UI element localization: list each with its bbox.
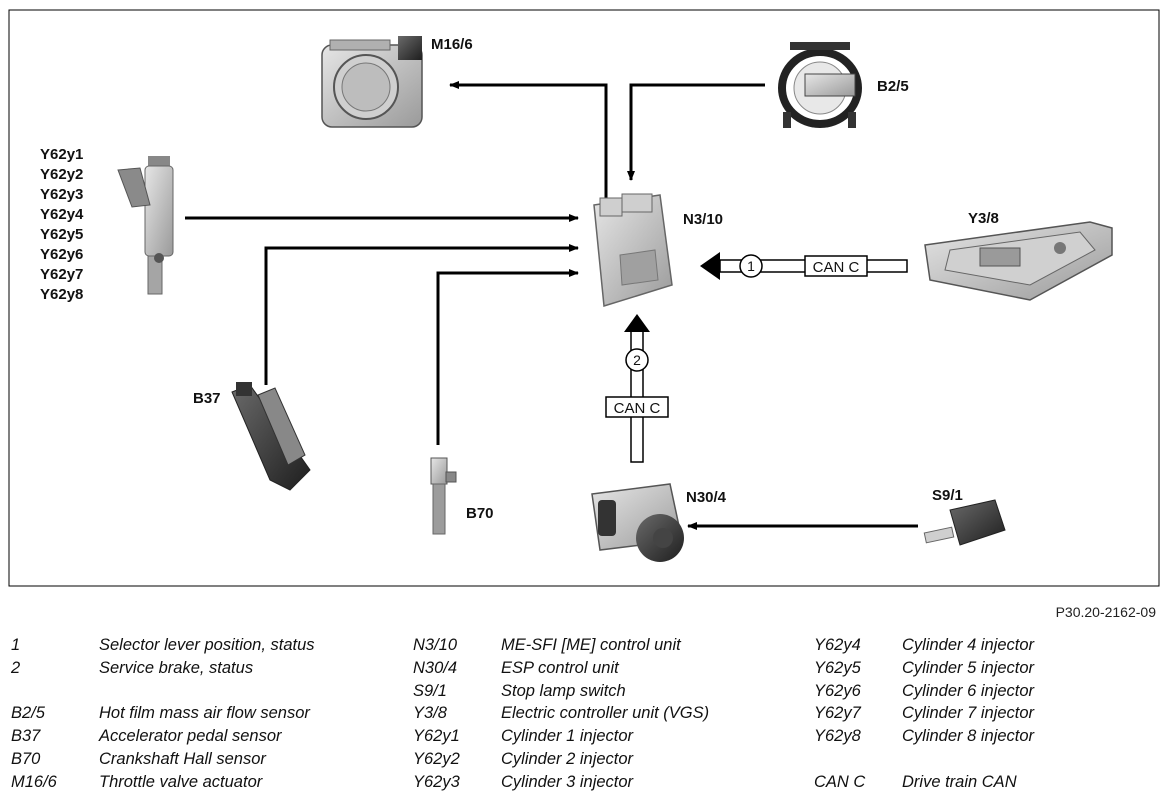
legend-desc: Cylinder 8 injector xyxy=(902,727,1035,745)
label-n3-10: N3/10 xyxy=(683,211,723,228)
legend-code: Y62y2 xyxy=(413,750,460,768)
esp-control-unit-image xyxy=(591,483,684,562)
signal-1-marker xyxy=(739,254,763,278)
legend-desc: Stop lamp switch xyxy=(501,682,626,700)
figure-reference: P30.20-2162-09 xyxy=(1055,604,1156,620)
can-c-label-1: CAN C xyxy=(813,259,860,276)
label-y62y5: Y62y5 xyxy=(40,226,83,243)
legend-code: Y62y6 xyxy=(814,682,861,700)
legend-desc: Cylinder 2 injector xyxy=(501,750,634,768)
legend-code: Y3/8 xyxy=(413,704,447,722)
legend-desc: Cylinder 6 injector xyxy=(902,682,1035,700)
legend-code: M16/6 xyxy=(11,773,57,791)
legend-desc: Service brake, status xyxy=(99,659,254,677)
label-b2-5: B2/5 xyxy=(877,78,909,95)
label-b70: B70 xyxy=(466,505,494,522)
legend-code: Y62y4 xyxy=(814,636,861,654)
label-y62y2: Y62y2 xyxy=(40,166,83,183)
maf-sensor-image xyxy=(778,42,862,128)
legend-code: Y62y3 xyxy=(413,773,460,791)
legend-desc: Cylinder 4 injector xyxy=(902,636,1035,654)
injector-image xyxy=(117,156,174,295)
legend-code: CAN C xyxy=(814,773,866,791)
label-y62y7: Y62y7 xyxy=(40,266,83,283)
arrow-from-crank-sensor xyxy=(436,269,579,445)
legend-desc: Cylinder 7 injector xyxy=(902,704,1035,722)
legend-code: N30/4 xyxy=(413,659,458,677)
legend-code: S9/1 xyxy=(413,682,447,700)
legend-desc: Selector lever position, status xyxy=(99,636,315,654)
throttle-valve-actuator-image xyxy=(321,36,423,128)
signal-2-marker xyxy=(625,348,649,372)
connections xyxy=(185,81,918,530)
legend-desc: Cylinder 1 injector xyxy=(501,727,634,745)
signal-flow-diagram: 1 CAN C 2 CAN C xyxy=(8,9,1160,587)
arrow-from-maf xyxy=(627,83,765,181)
legend-code: Y62y5 xyxy=(814,659,861,677)
can-c-label-2: CAN C xyxy=(614,400,661,417)
signal-2-number: 2 xyxy=(633,352,641,368)
arrow-to-throttle xyxy=(449,81,608,208)
label-y62y4: Y62y4 xyxy=(40,206,84,223)
diagram-frame xyxy=(8,9,1160,587)
legend-desc: Accelerator pedal sensor xyxy=(99,727,282,745)
legend-desc: Cylinder 3 injector xyxy=(501,773,634,791)
legend-code: B2/5 xyxy=(11,704,45,722)
legend-desc: ESP control unit xyxy=(501,659,619,677)
arrow-from-pedal xyxy=(264,244,579,385)
label-y62y1: Y62y1 xyxy=(40,146,83,163)
legend-desc: Throttle valve actuator xyxy=(99,773,263,791)
legend-desc: Crankshaft Hall sensor xyxy=(99,750,266,768)
accelerator-pedal-image xyxy=(231,382,311,491)
signal-1-number: 1 xyxy=(747,258,755,274)
control-unit-image xyxy=(593,193,673,307)
legend-code: Y62y7 xyxy=(814,704,861,722)
label-s9-1: S9/1 xyxy=(932,487,963,504)
legend-code: 2 xyxy=(11,659,21,677)
vgs-controller-image xyxy=(924,221,1113,301)
legend-desc: ME-SFI [ME] control unit xyxy=(501,636,681,654)
stop-lamp-switch-image xyxy=(923,499,1006,546)
legend-desc: Hot film mass air flow sensor xyxy=(99,704,310,722)
legend-desc: Drive train CAN xyxy=(902,773,1017,791)
label-y62y8: Y62y8 xyxy=(40,286,83,303)
label-b37: B37 xyxy=(193,390,221,407)
legend-code: B37 xyxy=(11,727,41,745)
can-label-box-2 xyxy=(605,396,669,418)
legend-desc: Electric controller unit (VGS) xyxy=(501,704,710,722)
label-m16-6: M16/6 xyxy=(431,36,473,53)
can-bus-horizontal xyxy=(700,252,908,280)
label-y62y3: Y62y3 xyxy=(40,186,83,203)
legend-code: 1 xyxy=(11,636,21,654)
label-y62y6: Y62y6 xyxy=(40,246,83,263)
legend-code: N3/10 xyxy=(413,636,458,654)
injector-labels: Y62y1 Y62y2 Y62y3 Y62y4 Y62y5 Y62y6 Y62y… xyxy=(40,146,84,303)
label-n30-4: N30/4 xyxy=(686,489,727,506)
legend-code: Y62y8 xyxy=(814,727,861,745)
legend-code: B70 xyxy=(11,750,41,768)
label-y3-8: Y3/8 xyxy=(968,210,999,227)
can-bus-vertical xyxy=(605,314,669,463)
can-label-box-1 xyxy=(804,255,868,277)
legend-desc: Cylinder 5 injector xyxy=(902,659,1035,677)
crankshaft-sensor-image xyxy=(430,457,457,535)
legend-code: Y62y1 xyxy=(413,727,460,745)
